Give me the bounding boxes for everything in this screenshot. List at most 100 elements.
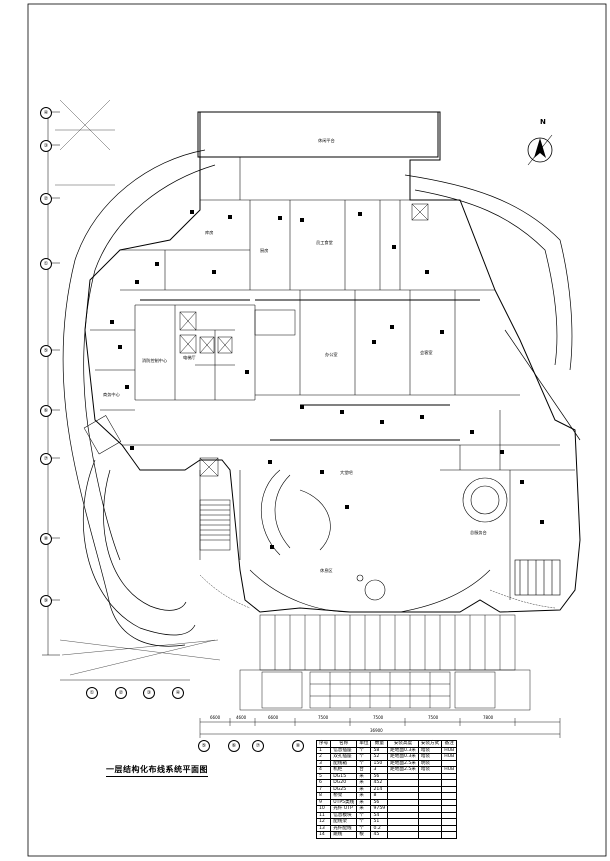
legend-cell [441, 759, 458, 767]
legend-cell [441, 824, 458, 832]
legend-cell: 米 [356, 785, 372, 793]
legend-cell: 个 [356, 811, 372, 819]
legend-cell: 距地面2.5米 [387, 759, 419, 767]
legend-cell: 明装 [417, 759, 443, 767]
axis-bubble: ③ [40, 140, 52, 152]
legend-cell [417, 831, 443, 839]
legend-cell: 米 [356, 772, 372, 780]
dimension-label: 7500 [428, 715, 439, 720]
legend-header: 备注 [441, 740, 458, 748]
drawing-title: 一层结构化布线系统平面图 [106, 764, 208, 777]
legend-cell: 9759 [370, 805, 389, 813]
room-label-kitchen: 厨房 [260, 248, 269, 253]
axis-bubble: ⑧ [40, 533, 52, 545]
legend-cell: 米 [356, 805, 372, 813]
legend-cell [417, 818, 443, 826]
legend-cell [417, 772, 443, 780]
north-arrow-icon [527, 134, 553, 166]
legend-cell: 根 [356, 831, 372, 839]
dimension-label: 4600 [236, 715, 247, 720]
axis-bubble: ⑤ [198, 740, 210, 752]
legend-cell [441, 792, 458, 800]
axis-bubble: ⑨ [40, 595, 52, 607]
dimension-label: 7500 [373, 715, 384, 720]
legend-cell: 跳线 [330, 831, 358, 839]
legend-cell: 9 [315, 798, 332, 806]
axis-bubble: ① [86, 687, 98, 699]
axis-bubble: ⑦ [252, 740, 264, 752]
legend-cell [417, 792, 443, 800]
legend-cell: 暗装 [417, 766, 443, 774]
legend-cell: 距地面0.3米 [387, 746, 419, 754]
legend-cell: 个 [356, 824, 372, 832]
legend-cell: 个 [356, 759, 372, 767]
total-dimension-label: 36900 [370, 728, 383, 733]
legend-cell: UTP5类线 [330, 798, 358, 806]
legend-cell: 8 [315, 792, 332, 800]
room-label-leisure-platform: 休闲平台 [318, 138, 335, 143]
legend-cell: 3 [315, 759, 332, 767]
axis-bubble: ② [40, 193, 52, 205]
legend-cell: 11 [315, 811, 332, 819]
legend-cell: 12 [315, 818, 332, 826]
room-label-fire-control: 消防控制中心 [142, 358, 168, 363]
axis-bubble: ⑥ [40, 405, 52, 417]
legend-cell: 个 [356, 818, 372, 826]
legend-cell: HUB [441, 746, 458, 754]
legend-cell: 45 [370, 831, 389, 839]
legend-cell [417, 785, 443, 793]
legend-cell [417, 779, 443, 787]
legend-cell: 暗装 [417, 746, 443, 754]
legend-cell [441, 831, 458, 839]
legend-cell: 4 [315, 766, 332, 774]
legend-cell: 2 [315, 753, 332, 761]
axis-bubble: ⑦ [40, 453, 52, 465]
axis-bubble: ⑧ [292, 740, 304, 752]
room-label-lobby-bar: 大堂吧 [340, 470, 353, 475]
axis-bubble: ③ [143, 687, 155, 699]
legend-cell [441, 785, 458, 793]
room-label-storage: 库房 [205, 230, 214, 235]
legend-cell [441, 811, 458, 819]
axis-bubble: ② [115, 687, 127, 699]
room-label-reception-room: 会客室 [420, 350, 433, 355]
legend-cell: 5 [315, 772, 332, 780]
room-label-staff-canteen: 员工食堂 [316, 240, 333, 245]
legend-cell: 6 [315, 779, 332, 787]
dimension-label: 7800 [483, 715, 494, 720]
room-label-office: 办公室 [325, 352, 338, 357]
axis-bubble: ① [40, 258, 52, 270]
legend-cell [441, 798, 458, 806]
room-label-business-center: 商务中心 [103, 392, 120, 397]
dimension-label: 6600 [210, 715, 221, 720]
room-label-front-desk: 总服务台 [470, 530, 487, 535]
legend-cell [387, 831, 419, 839]
legend-cell [441, 779, 458, 787]
room-label-elevator-hall: 电梯厅 [183, 355, 196, 360]
axis-bubble: ④ [40, 107, 52, 119]
dimension-label: 7500 [318, 715, 329, 720]
legend-header-row: 序号 名称 单位 数量 安装高度 安装方式 备注 [315, 740, 458, 748]
legend-cell: 13 [315, 824, 332, 832]
legend-cell [417, 805, 443, 813]
legend-cell: 1 [315, 746, 332, 754]
axis-bubble: ⑤ [40, 345, 52, 357]
legend-cell [441, 805, 458, 813]
legend-cell [417, 798, 443, 806]
legend-cell: 距地面2.5米 [387, 766, 419, 774]
axis-bubble: ⑥ [228, 740, 240, 752]
legend-header: 序号 [315, 740, 332, 748]
legend-header: 安装方式 [417, 740, 443, 748]
